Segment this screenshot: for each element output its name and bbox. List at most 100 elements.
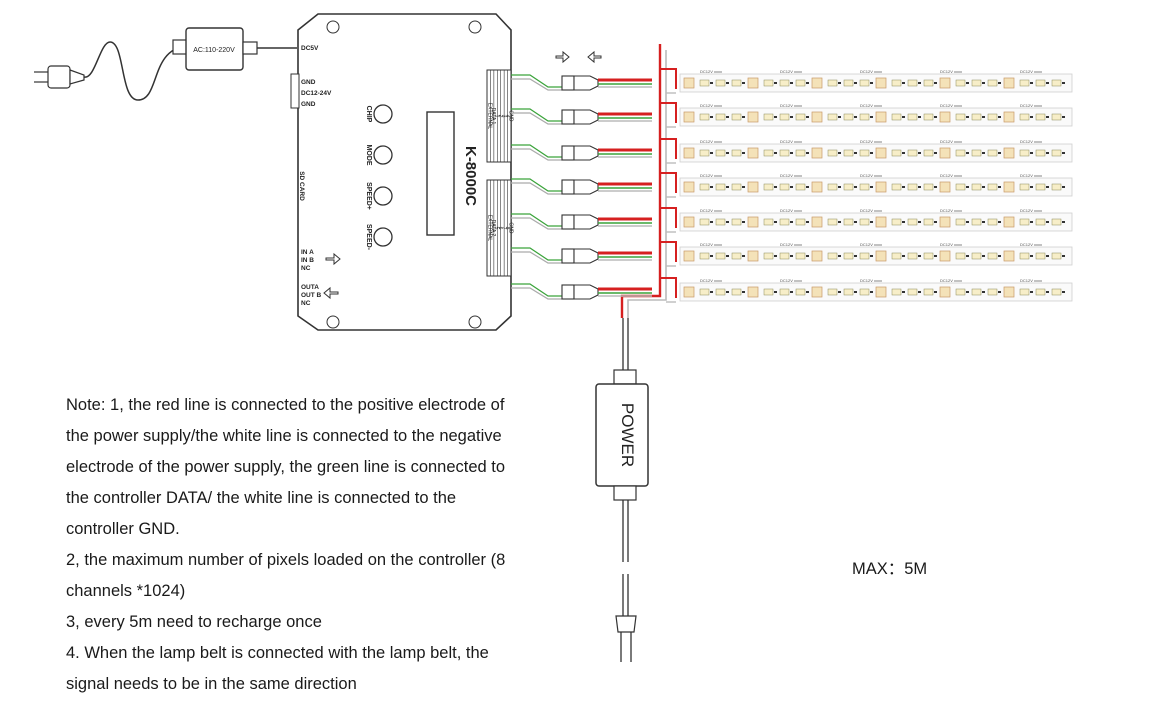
led-chip bbox=[859, 288, 870, 296]
led-chip bbox=[731, 252, 742, 260]
strip-voltage-label: DC12V bbox=[860, 103, 873, 108]
led-chip bbox=[731, 79, 742, 87]
led-chip bbox=[1019, 218, 1030, 226]
led-chip bbox=[939, 111, 951, 123]
led-chip bbox=[1003, 181, 1015, 193]
chip-label: CHIP bbox=[365, 106, 372, 123]
led-chip bbox=[971, 288, 982, 296]
led-chip bbox=[843, 79, 854, 87]
controller-display bbox=[426, 111, 455, 236]
power-label: POWER bbox=[618, 403, 637, 467]
ac-plug bbox=[34, 65, 85, 89]
led-chip bbox=[827, 149, 838, 157]
led-chip bbox=[923, 218, 934, 226]
led-chip bbox=[731, 288, 742, 296]
mode-button[interactable] bbox=[373, 145, 393, 165]
led-chip bbox=[699, 252, 710, 260]
note-line: 3, every 5m need to recharge once bbox=[66, 613, 322, 631]
led-chip bbox=[955, 183, 966, 191]
led-chip bbox=[1019, 79, 1030, 87]
speed-plus-button[interactable] bbox=[373, 186, 393, 206]
led-chip bbox=[683, 111, 695, 123]
led-chip bbox=[795, 79, 806, 87]
led-chip bbox=[875, 216, 887, 228]
led-chip bbox=[859, 149, 870, 157]
led-chip bbox=[971, 183, 982, 191]
note-line: 4. When the lamp belt is connected with … bbox=[66, 644, 489, 662]
strip-voltage-label: DC12V bbox=[1020, 208, 1033, 213]
led-chip bbox=[907, 149, 918, 157]
led-chip bbox=[827, 288, 838, 296]
led-chip bbox=[843, 218, 854, 226]
led-chip bbox=[923, 113, 934, 121]
led-chip bbox=[827, 79, 838, 87]
led-chip bbox=[795, 113, 806, 121]
strip-voltage-label: DC12V bbox=[780, 139, 793, 144]
note-line: electrode of the power supply, the green… bbox=[66, 458, 506, 476]
led-chip bbox=[955, 252, 966, 260]
strip-voltage-label: DC12V bbox=[860, 208, 873, 213]
port-label: GND bbox=[507, 222, 513, 234]
led-chip bbox=[971, 252, 982, 260]
strip-voltage-label: DC12V bbox=[1020, 173, 1033, 178]
adapter-label: AC:110-220V bbox=[193, 47, 235, 54]
speed-minus-label: SPEED- bbox=[365, 224, 372, 251]
led-chip bbox=[859, 218, 870, 226]
led-chip bbox=[811, 250, 823, 262]
mode-label: MODE bbox=[365, 145, 372, 166]
strip-voltage-label: DC12V bbox=[780, 173, 793, 178]
led-chip bbox=[699, 79, 710, 87]
port-label: DATA 1 bbox=[490, 108, 496, 125]
led-chip bbox=[843, 149, 854, 157]
strip-voltage-label: DC12V bbox=[1020, 69, 1033, 74]
connector bbox=[561, 145, 575, 161]
led-chip bbox=[875, 250, 887, 262]
led-chip bbox=[747, 111, 759, 123]
led-chip bbox=[987, 183, 998, 191]
note-line: the controller DATA/ the white line is c… bbox=[66, 489, 457, 507]
chip-button[interactable] bbox=[373, 104, 393, 124]
led-chip bbox=[795, 252, 806, 260]
led-chip bbox=[987, 252, 998, 260]
led-chip bbox=[827, 113, 838, 121]
led-chip bbox=[859, 113, 870, 121]
led-chip bbox=[923, 288, 934, 296]
strip-voltage-label: DC12V bbox=[1020, 278, 1033, 283]
port-label: GND bbox=[507, 110, 513, 122]
port-label: 5 bbox=[494, 227, 500, 230]
in-a-label: IN A bbox=[301, 249, 314, 256]
led-chip bbox=[955, 218, 966, 226]
port-label: 2 bbox=[497, 115, 503, 118]
led-chip bbox=[795, 288, 806, 296]
led-chip bbox=[699, 183, 710, 191]
port-label: 3 bbox=[500, 115, 506, 118]
led-chip bbox=[763, 79, 774, 87]
led-chip bbox=[875, 286, 887, 298]
led-chip bbox=[683, 181, 695, 193]
led-chip bbox=[795, 149, 806, 157]
led-chip bbox=[1051, 149, 1062, 157]
led-chip bbox=[1019, 252, 1030, 260]
strip-voltage-label: DC12V bbox=[860, 278, 873, 283]
nc-in-label: NC bbox=[301, 265, 311, 272]
led-chip bbox=[907, 288, 918, 296]
led-chip bbox=[955, 149, 966, 157]
led-chip bbox=[1051, 288, 1062, 296]
led-chip bbox=[715, 149, 726, 157]
led-chip bbox=[987, 218, 998, 226]
note-line: signal needs to be in the same direction bbox=[66, 675, 357, 693]
speed-minus-button[interactable] bbox=[373, 227, 393, 247]
led-chip bbox=[1051, 79, 1062, 87]
strip-voltage-label: DC12V bbox=[1020, 242, 1033, 247]
dc12-24v-label: DC12-24V bbox=[301, 90, 332, 97]
note-line: Note: 1, the red line is connected to th… bbox=[66, 396, 505, 414]
controller-model: K-8000C bbox=[462, 146, 479, 206]
led-chip bbox=[859, 183, 870, 191]
led-chip bbox=[955, 288, 966, 296]
strip-voltage-label: DC12V bbox=[700, 103, 713, 108]
led-chip bbox=[875, 77, 887, 89]
